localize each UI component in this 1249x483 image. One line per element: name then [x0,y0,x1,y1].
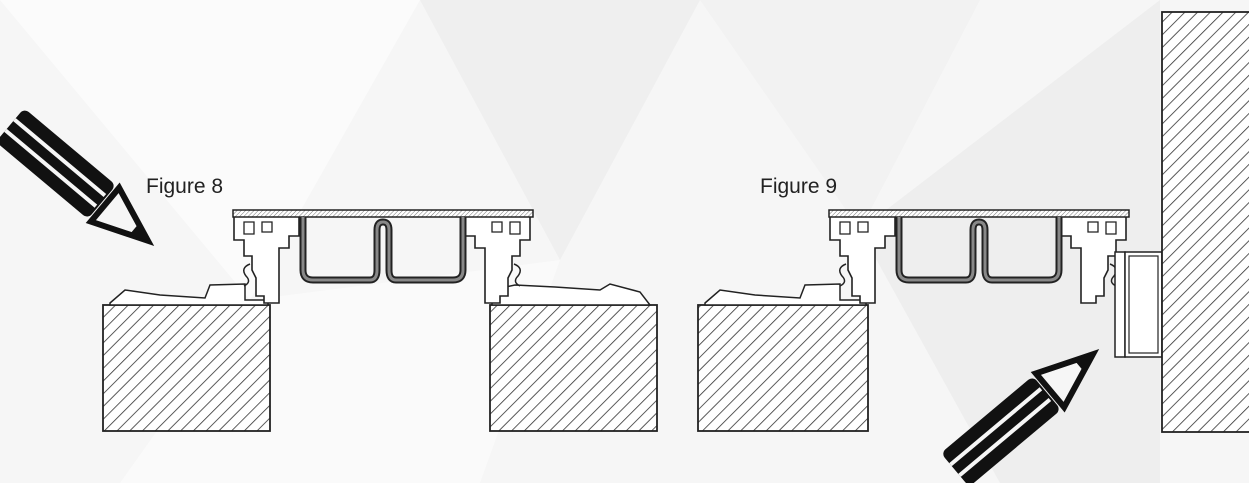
wall-bracket [1114,251,1126,358]
figure-9-diagram [697,11,1249,433]
figure-8-label: Figure 8 [146,175,224,198]
anchor-plate-left [109,283,269,306]
wall [1161,11,1249,433]
pencil-icon [943,349,1100,483]
figure-8-diagram [102,210,658,432]
substrate-block-fig9 [697,304,869,432]
anchor-plate-right [491,283,652,306]
substrate-block-right [489,304,658,432]
figure-9-label: Figure 9 [760,175,838,198]
pencil-icon [0,110,155,246]
substrate-block-left [102,304,271,432]
anchor-plate-fig9 [704,283,867,306]
